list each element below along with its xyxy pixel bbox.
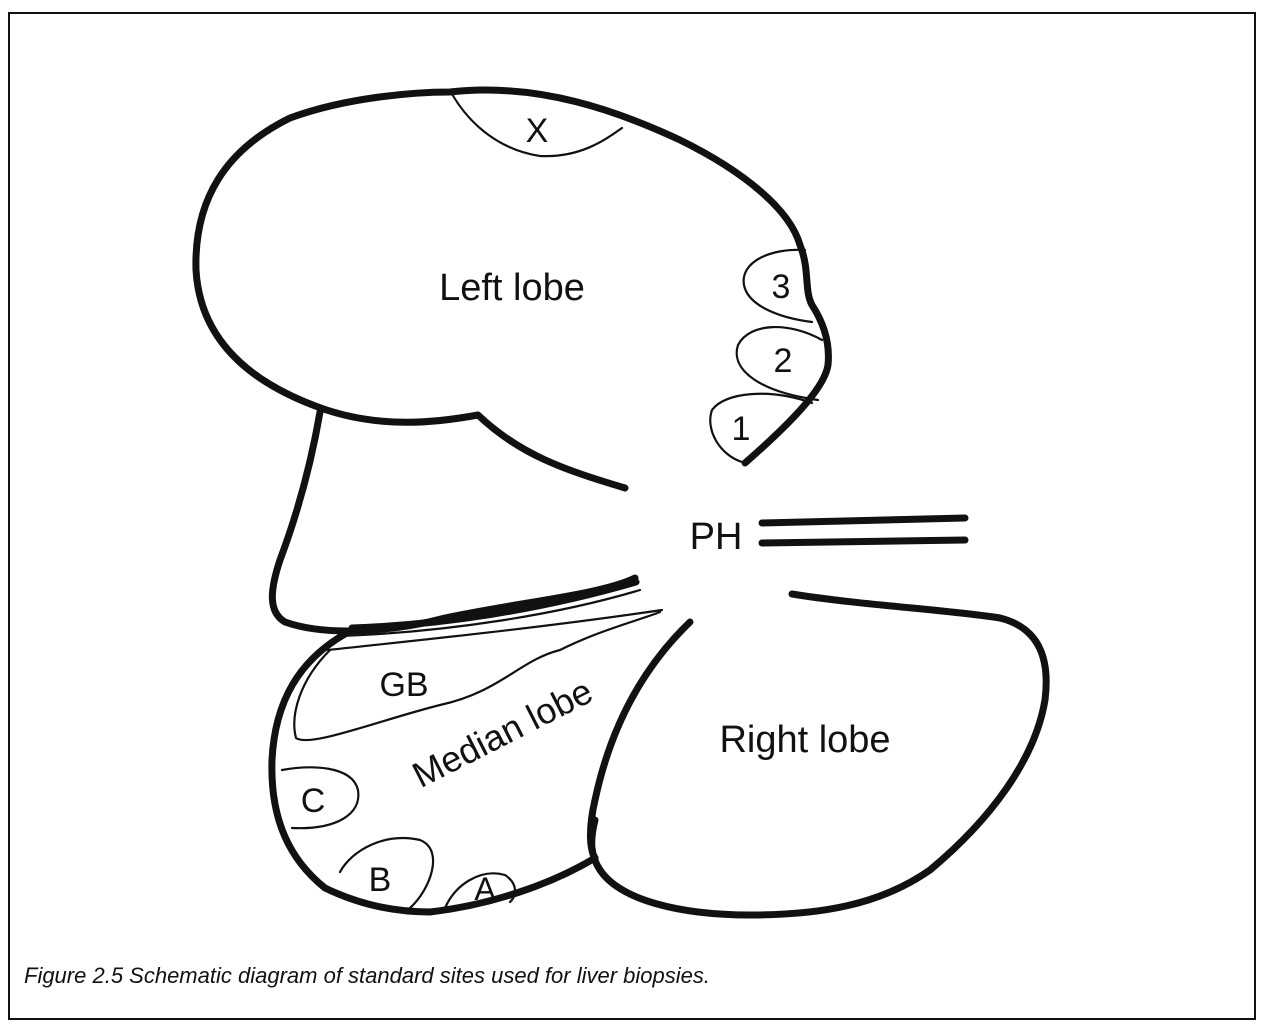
left-lobe-lower-edge	[318, 407, 625, 488]
site-1-label: 1	[732, 410, 751, 448]
site-2-label: 2	[774, 342, 793, 380]
gallbladder-label: GB	[379, 666, 428, 704]
site-x-label: X	[526, 112, 549, 150]
site-c-label: C	[301, 782, 326, 820]
right-lobe-label: Right lobe	[719, 719, 890, 761]
site-b-label: B	[369, 861, 392, 899]
figure-caption: Figure 2.5 Schematic diagram of standard…	[24, 963, 710, 989]
median-lobe-label: Median lobe	[406, 670, 599, 796]
median-right-boundary	[590, 622, 690, 858]
porta-hepatis-label: PH	[690, 516, 743, 558]
ph-vessel-top	[762, 518, 965, 523]
left-lobe-label: Left lobe	[439, 267, 585, 309]
site-a-label: A	[474, 871, 496, 907]
ph-vessel-bottom	[762, 540, 965, 543]
site-3-label: 3	[772, 268, 791, 306]
